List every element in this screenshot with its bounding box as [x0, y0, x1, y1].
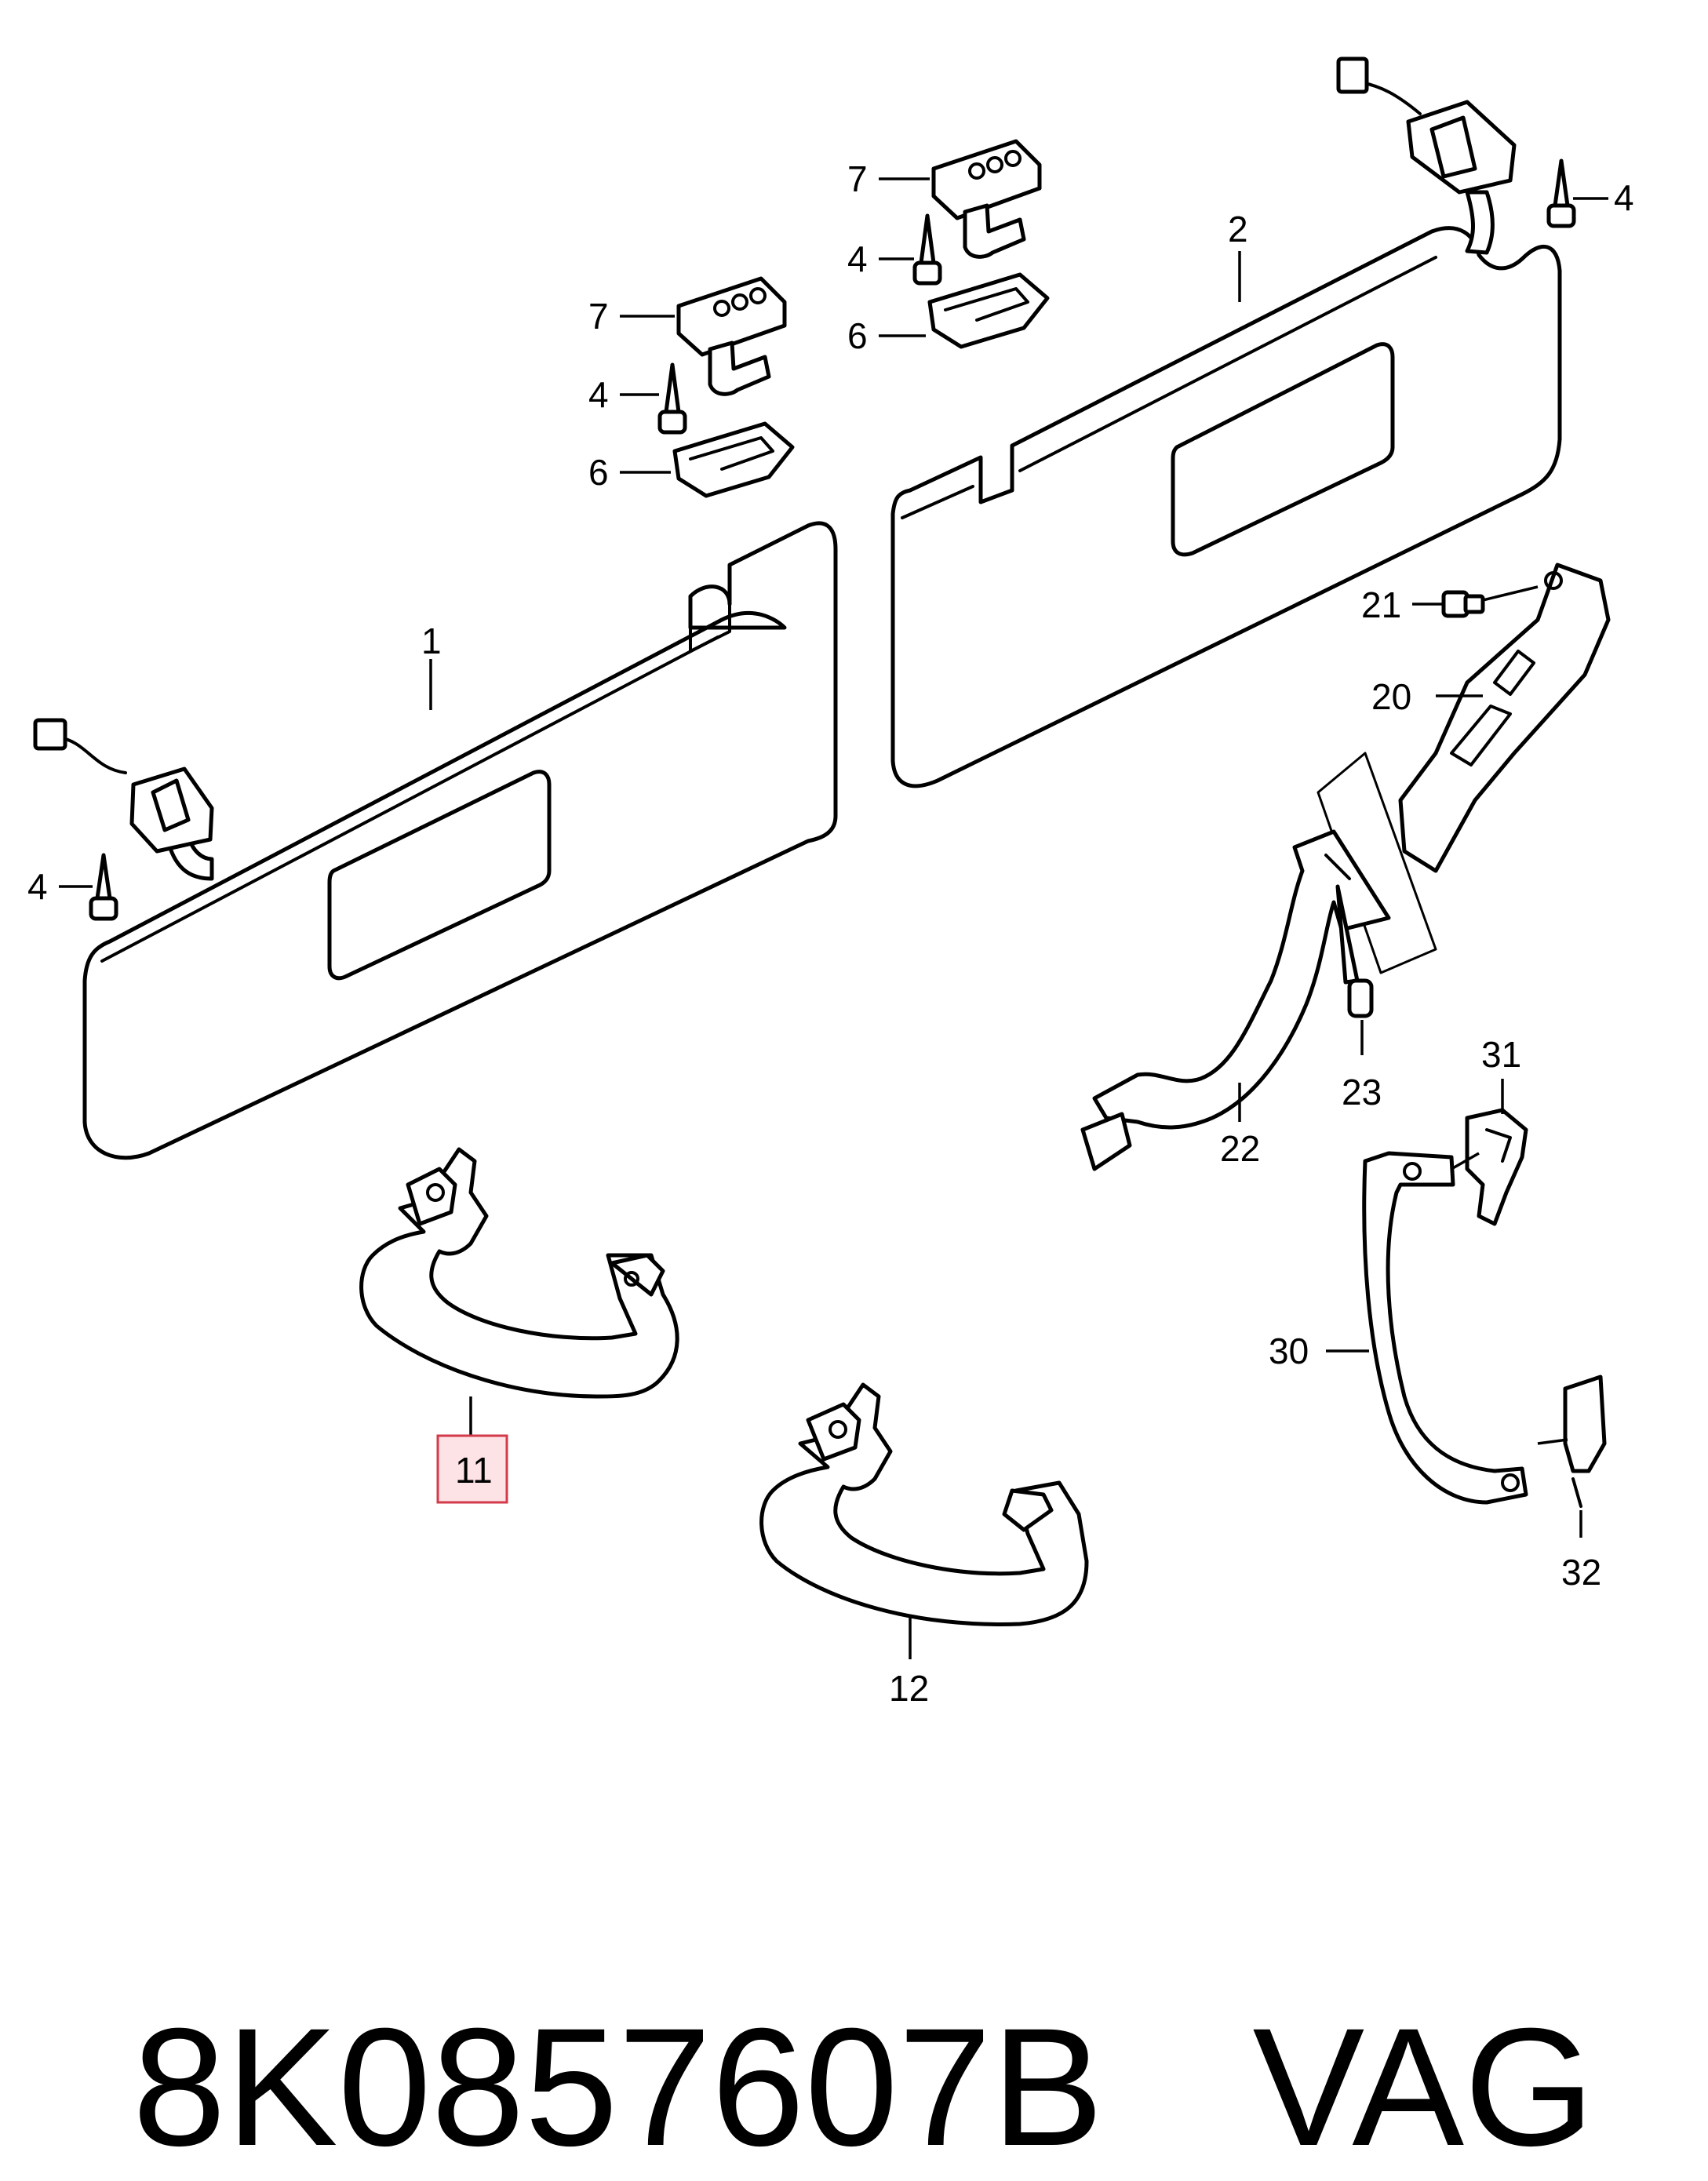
brand-name: VAG: [1252, 1993, 1595, 2181]
grab-handle-30: 30: [1269, 1151, 1528, 1505]
sun-visor-right: 2: [890, 56, 1562, 788]
callout-22: 22: [1220, 1128, 1260, 1169]
bolt-21: 21: [1361, 584, 1539, 625]
callout-30: 30: [1269, 1331, 1309, 1371]
cover-32: 32: [1537, 1375, 1607, 1593]
cover-6-upper: 6: [847, 272, 1050, 356]
screw-4-right: 4: [1546, 158, 1634, 228]
callout-6-upper: 6: [847, 315, 868, 356]
callout-7-lower: 7: [588, 296, 609, 337]
bracket-20: 20: [1371, 563, 1611, 873]
callout-4-left: 4: [27, 866, 48, 907]
callout-4-right: 4: [1614, 177, 1634, 218]
callout-11: 11: [455, 1450, 493, 1491]
screw-4-lower: 4: [588, 362, 687, 435]
screw-4-left: 4: [27, 853, 118, 921]
callout-4-lower: 4: [588, 374, 609, 415]
clip-31: 31: [1451, 1034, 1528, 1226]
screw-4-upper: 4: [847, 213, 942, 286]
cover-6-lower: 6: [588, 421, 795, 498]
callout-31: 31: [1481, 1034, 1521, 1075]
callout-1: 1: [421, 621, 442, 661]
callout-21: 21: [1361, 584, 1401, 625]
callout-32: 32: [1561, 1552, 1601, 1593]
callout-20: 20: [1371, 676, 1411, 717]
grab-handle-22: 22: [1080, 752, 1437, 1171]
visor-clip-7-lower: 7: [588, 276, 787, 396]
callout-7-upper: 7: [847, 158, 868, 199]
callout-4-upper: 4: [847, 238, 868, 279]
callout-23: 23: [1342, 1072, 1382, 1112]
sun-visor-left: 1: [33, 521, 838, 1160]
callout-2: 2: [1228, 209, 1248, 249]
callout-6-lower: 6: [588, 452, 609, 493]
part-number: 8K0857607B: [132, 1993, 1104, 2181]
screw-23: 23: [1335, 884, 1382, 1112]
callout-12: 12: [889, 1668, 929, 1709]
highlight-box-11: [436, 1434, 508, 1504]
grab-handle-11: 11: [359, 1147, 679, 1504]
parts-diagram: 1 4 2 4 7: [27, 56, 1634, 1709]
visor-clip-7-upper: 7: [847, 139, 1042, 259]
grab-handle-12: 12: [759, 1382, 1089, 1709]
